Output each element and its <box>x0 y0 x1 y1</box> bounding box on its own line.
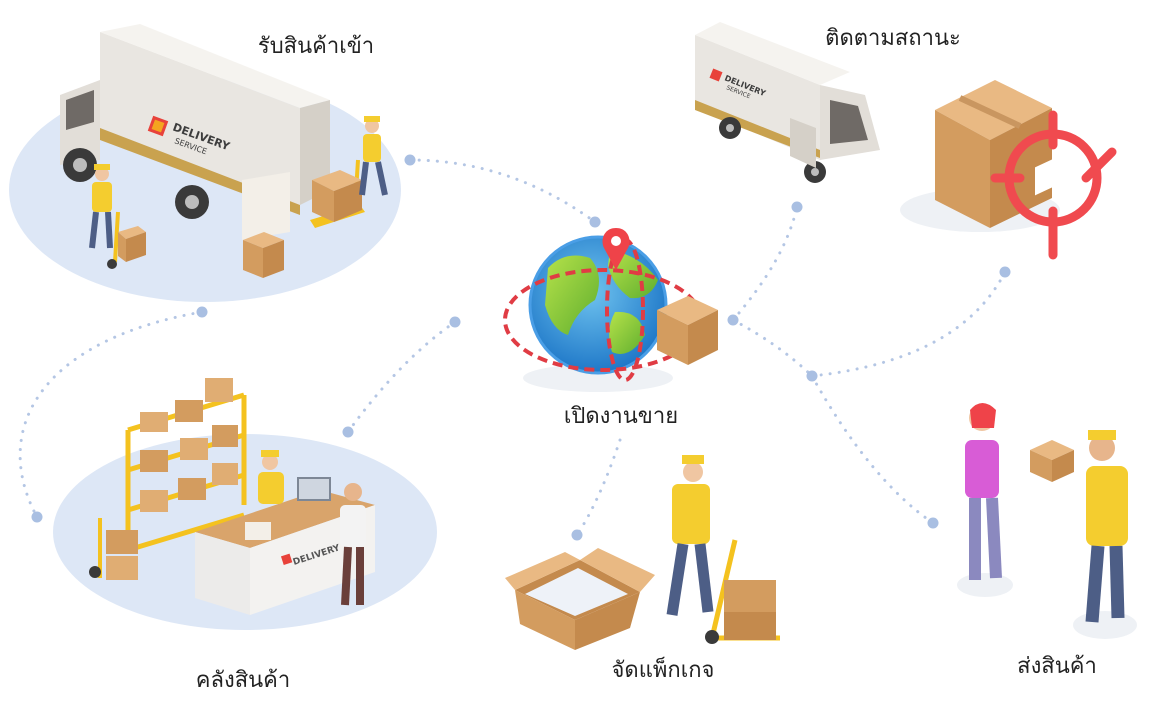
connector-sell-hub <box>731 318 814 378</box>
pack-scene <box>505 455 780 650</box>
node-label-pack: จัดแพ็กเกจ <box>611 658 715 683</box>
cardboard-box-icon <box>1030 440 1074 482</box>
truck-logo-icon <box>147 115 169 137</box>
customer-figure <box>965 403 1002 580</box>
connector-sell-track <box>731 205 799 322</box>
worker-figure <box>258 450 284 504</box>
connector-lines <box>18 158 1007 537</box>
hand-truck-icon <box>705 539 780 644</box>
cardboard-box-icon <box>312 170 362 222</box>
node-label-receive: รับสินค้าเข้า <box>257 34 375 59</box>
delivery-truck-icon: DELIVERY SERVICE <box>60 24 330 240</box>
connector-hub-track <box>810 270 1007 378</box>
worker-figure <box>89 164 113 249</box>
courier-figure <box>1085 430 1128 623</box>
warehouse-scene: DELIVERY <box>53 378 437 630</box>
cardboard-box-icon <box>657 296 718 365</box>
hand-truck-icon <box>89 518 138 580</box>
cardboard-box-icon <box>243 232 284 278</box>
node-label-track: ติดตามสถานะ <box>825 26 961 51</box>
ship-scene <box>957 403 1137 639</box>
connector-sell-pack <box>575 438 622 537</box>
location-pin-icon <box>602 228 630 270</box>
target-icon <box>990 110 1117 260</box>
node-label-sell: เปิดงานขาย <box>563 404 679 429</box>
globe-icon <box>528 235 668 375</box>
node-label-warehouse: คลังสินค้า <box>195 668 291 693</box>
track-scene: DELIVERY SERVICE <box>695 22 1117 260</box>
shelf-boxes <box>140 378 238 512</box>
delivery-truck-icon: DELIVERY SERVICE <box>695 22 880 183</box>
sell-scene <box>503 228 718 392</box>
worker-figure <box>666 455 714 616</box>
hand-truck-icon <box>107 211 146 269</box>
open-box-icon <box>505 548 655 650</box>
connector-hub-ship <box>810 374 935 525</box>
receive-scene: DELIVERY SERVICE <box>9 24 401 302</box>
customer-figure <box>340 483 366 606</box>
connector-receive-sell <box>408 158 597 224</box>
connector-dots <box>31 154 1011 541</box>
node-label-ship: ส่งสินค้า <box>1017 654 1097 679</box>
connector-warehouse-sell <box>346 320 457 434</box>
worker-figure <box>359 116 388 196</box>
